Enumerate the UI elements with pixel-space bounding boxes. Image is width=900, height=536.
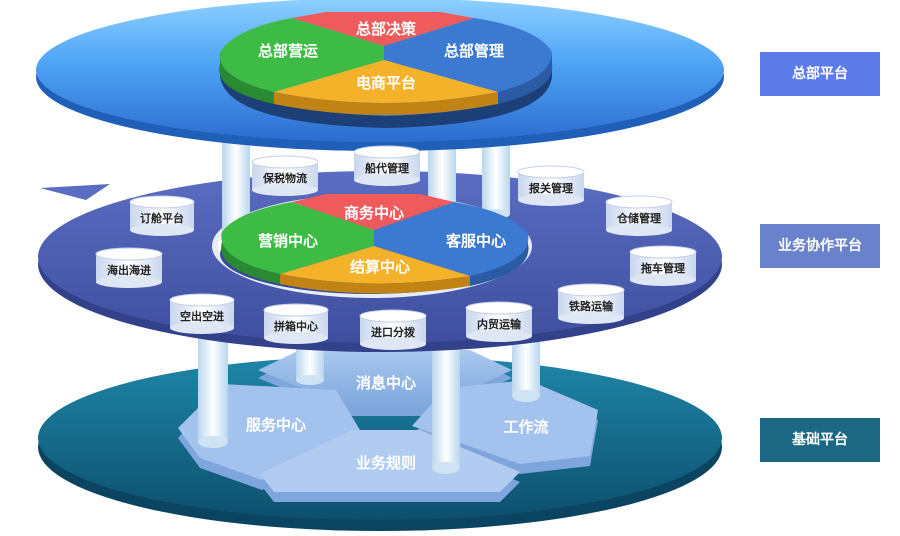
mid-settlement-label: 结算中心 xyxy=(350,258,410,276)
mid-business-label: 商务中心 xyxy=(344,204,404,222)
module-label: 订舱平台 xyxy=(140,211,184,225)
module-label: 铁路运输 xyxy=(569,299,614,313)
module-sea: 海出海进 xyxy=(95,247,163,288)
module-label: 仓储管理 xyxy=(616,211,661,225)
middle-pie xyxy=(220,194,529,294)
mid-service-label: 客服中心 xyxy=(445,232,506,250)
module-customs: 报关管理 xyxy=(517,165,585,206)
module-label: 空出空进 xyxy=(180,309,224,323)
module-air: 空出空进 xyxy=(169,293,235,334)
bottom-rules-label: 业务规则 xyxy=(356,454,416,472)
module-ship-agency: 船代管理 xyxy=(353,145,421,186)
bottom-message-label: 消息中心 xyxy=(356,374,416,392)
top-operation-label: 总部营运 xyxy=(258,42,318,60)
bottom-service-label: 服务中心 xyxy=(246,416,306,434)
platform-label-top: 总部平台 xyxy=(760,52,880,96)
bottom-workflow-label: 工作流 xyxy=(503,418,548,436)
module-import: 进口分拨 xyxy=(359,309,427,350)
module-label: 进口分拨 xyxy=(371,325,416,339)
module-rail: 铁路运输 xyxy=(557,283,625,324)
module-domestic: 内贸运输 xyxy=(465,301,533,342)
module-label: 拖车管理 xyxy=(641,261,685,275)
mid-marketing-label: 营销中心 xyxy=(258,232,318,250)
module-label: 报关管理 xyxy=(529,181,573,195)
module-warehouse: 仓储管理 xyxy=(605,195,673,236)
top-decision-label: 总部决策 xyxy=(356,20,417,38)
module-trailer: 拖车管理 xyxy=(629,245,697,286)
top-management-label: 总部管理 xyxy=(444,42,504,60)
module-label: 内贸运输 xyxy=(477,317,522,331)
top-pie xyxy=(219,12,553,128)
module-label: 海出海进 xyxy=(107,263,151,277)
module-booking: 订舱平台 xyxy=(129,195,195,236)
platform-label-bottom: 基础平台 xyxy=(760,418,880,462)
module-lcl: 拼箱中心 xyxy=(263,303,329,344)
module-bonded: 保税物流 xyxy=(251,155,319,196)
top-ecommerce-label: 电商平台 xyxy=(356,74,416,92)
module-label: 保税物流 xyxy=(262,171,307,185)
platform-label-middle: 业务协作平台 xyxy=(760,224,880,268)
module-label: 船代管理 xyxy=(365,161,409,175)
module-label: 拼箱中心 xyxy=(274,319,318,333)
